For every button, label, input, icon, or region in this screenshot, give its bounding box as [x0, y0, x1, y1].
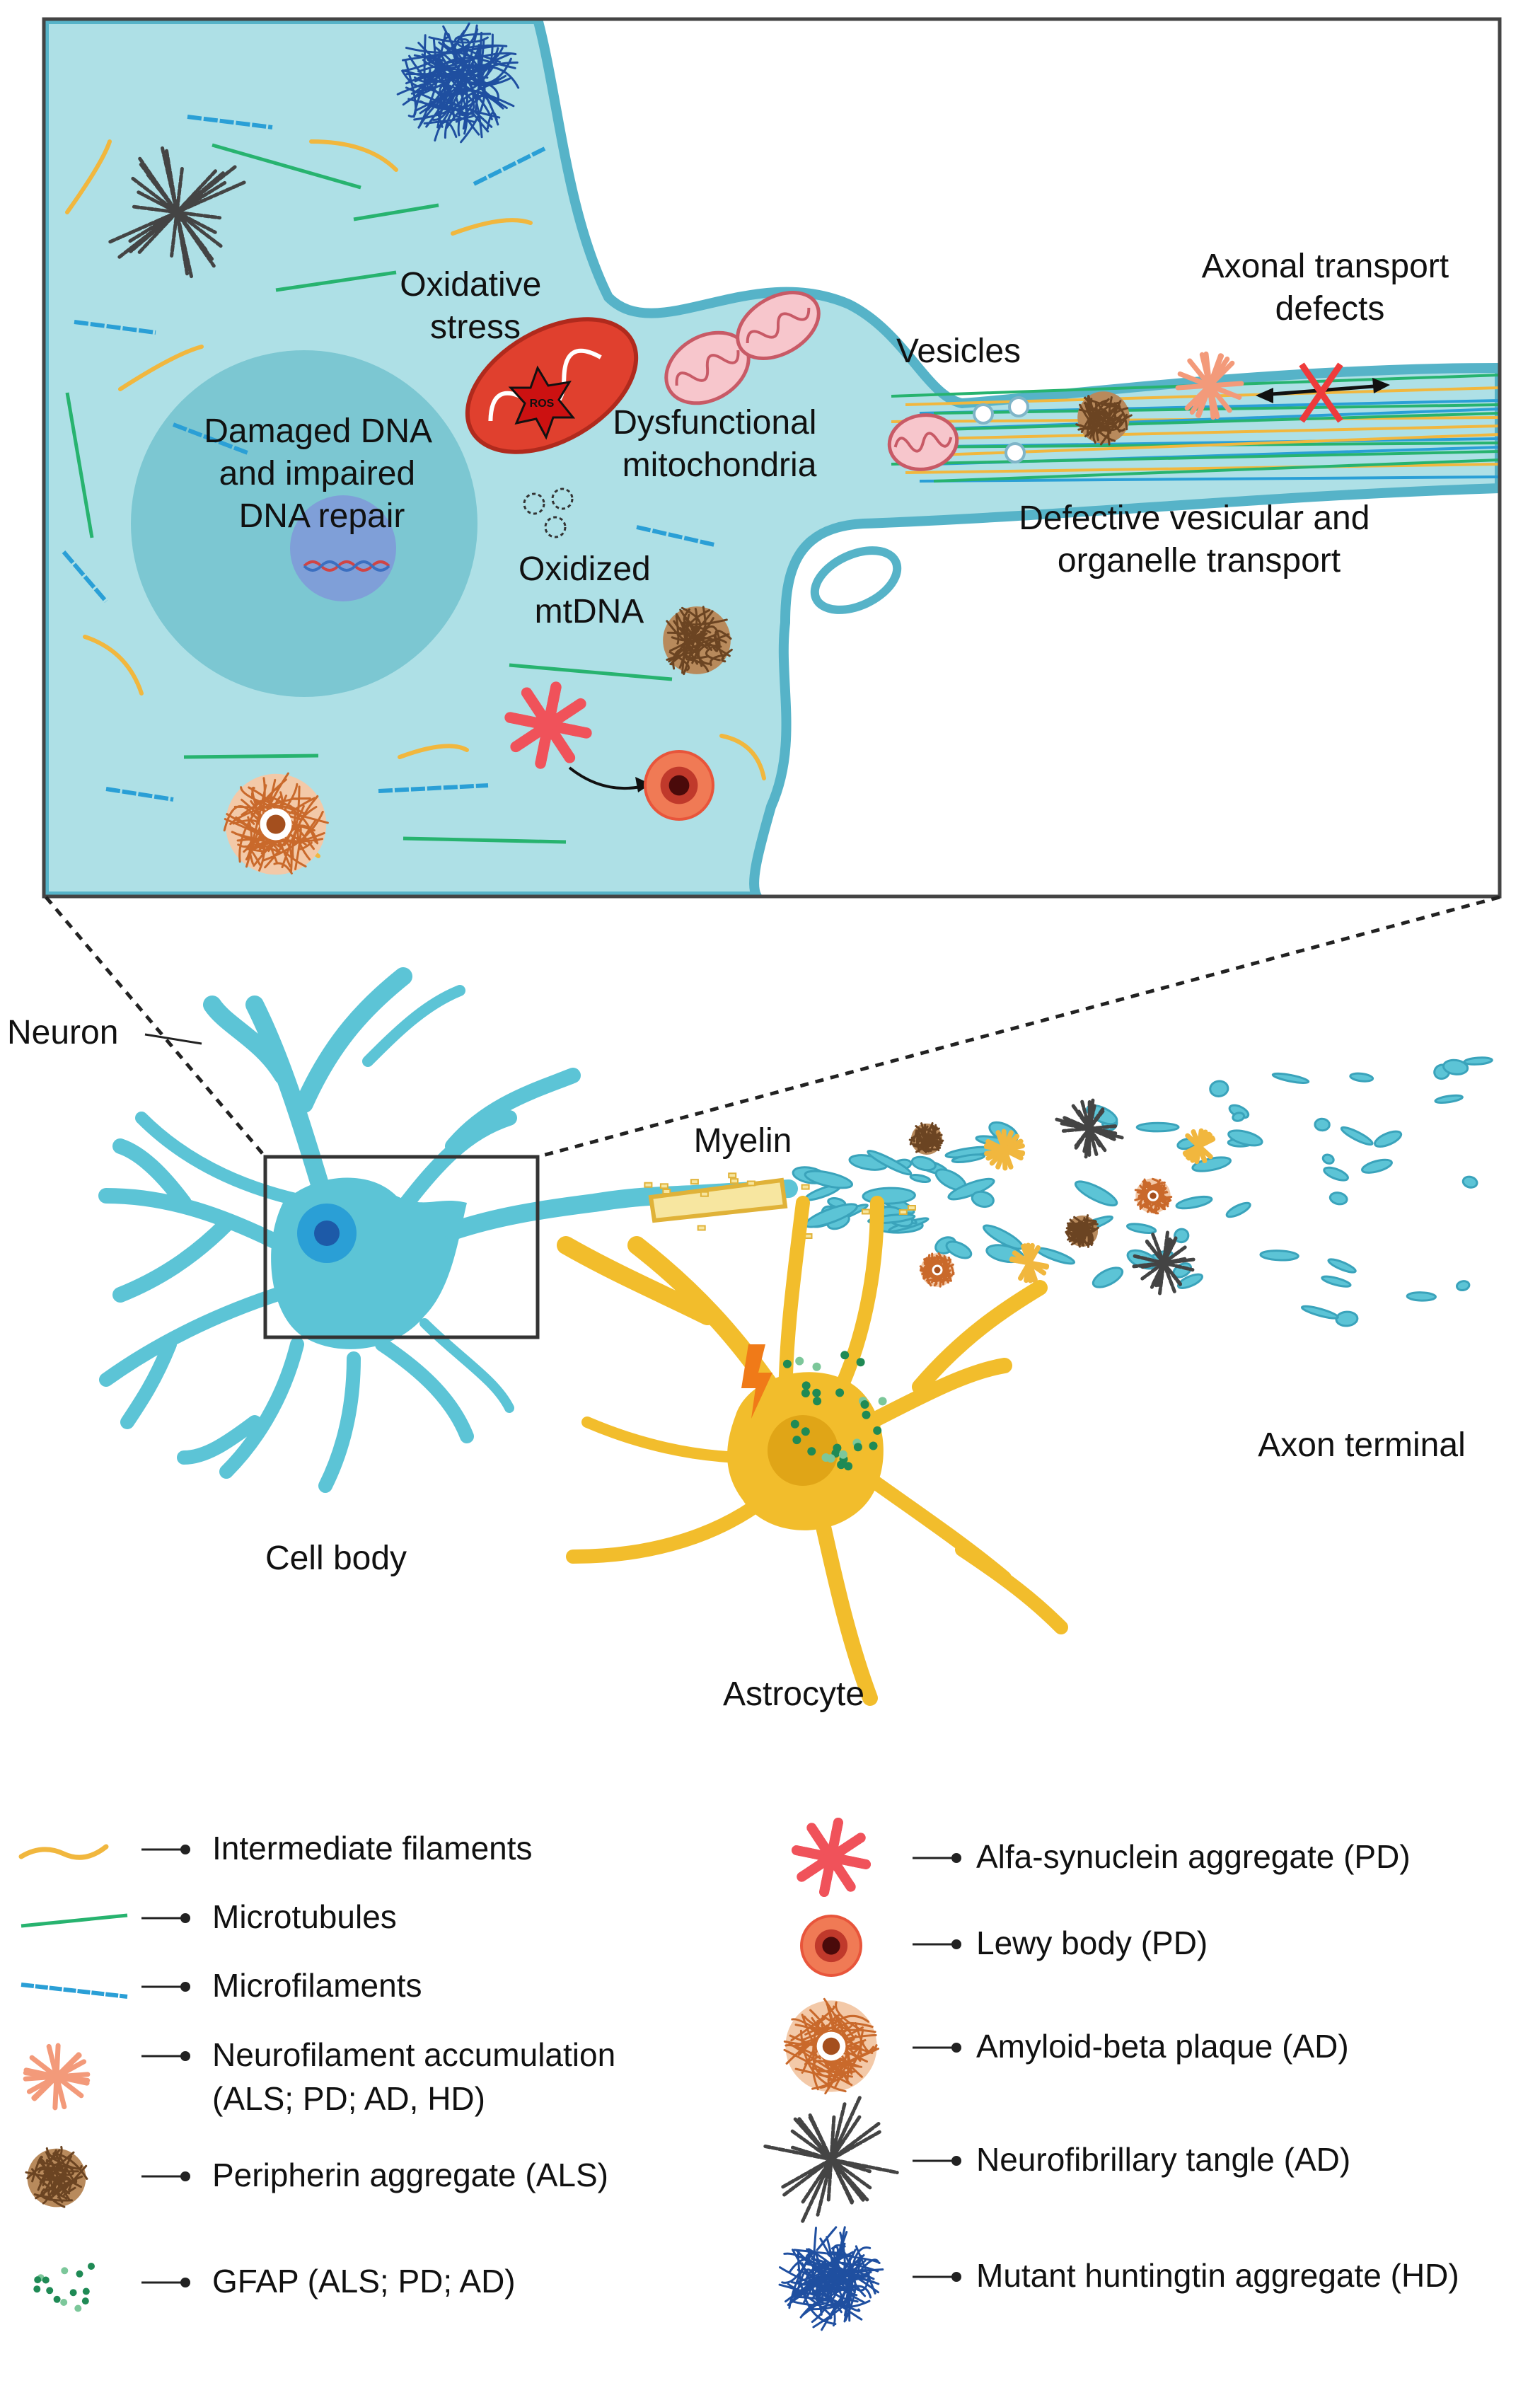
overview-aggregates [908, 1098, 1216, 1296]
neurofibrillary-tangle-icon [763, 2096, 899, 2223]
microtubule-icon [21, 1913, 128, 1928]
gfap-icon [33, 2263, 95, 2312]
label-neuron: Neuron [7, 1014, 118, 1051]
alfa-synuclein-aggregate-inset [504, 681, 592, 769]
legend-label: Alfa-synuclein aggregate (PD) [976, 1838, 1411, 1875]
label-defective-transport: Defective vesicular and organelle transp… [1019, 500, 1379, 579]
legend-item-amyloid-beta-plaque: Amyloid-beta plaque (AD) [783, 1997, 1349, 2095]
intermediate-filament-icon [18, 1844, 109, 1860]
mitochondrion-pink-3 [887, 413, 959, 471]
neuron-dendrites [98, 967, 581, 1493]
vesicles [973, 396, 1029, 463]
soma-cytoplasm [44, 19, 1500, 896]
gfap-dots [782, 1351, 887, 1471]
legend-item-alfa-synuclein: Alfa-synuclein aggregate (PD) [791, 1817, 1411, 1898]
microfilament-icon [21, 1983, 128, 1999]
legend-label: Neurofibrillary tangle (AD) [976, 2141, 1350, 2178]
legend-label: Peripherin aggregate (ALS) [212, 2157, 608, 2193]
legend-item-mutant-huntingtin: Mutant huntingtin aggregate (HD) [778, 2226, 1459, 2331]
legend-label: Microtubules [212, 1898, 397, 1935]
inset-frame [42, 17, 1502, 899]
legend-item-neurofilament-accumulation: Neurofilament accumulation(ALS; PD; AD, … [23, 2036, 615, 2117]
membrane-vesicle-pocket [810, 546, 902, 614]
peripherin-aggregate-icon [25, 2145, 88, 2208]
label-myelin: Myelin [694, 1122, 792, 1160]
neuron [98, 967, 798, 1493]
zoom-guide-lines [45, 895, 1500, 1159]
damaged-dna-strand [303, 560, 390, 572]
mitochondrion-pink-2 [736, 291, 821, 360]
label-vesicles: Vesicles [896, 333, 1021, 370]
amyloid-beta-plaque-inset [223, 772, 329, 875]
legend-label: Intermediate filaments [212, 1830, 533, 1866]
legend-label: Neurofilament accumulation(ALS; PD; AD, … [212, 2036, 615, 2117]
alfa-synuclein-icon [791, 1817, 872, 1898]
mutant-huntingtin-icon [778, 2226, 884, 2331]
label-astrocyte: Astrocyte [723, 1675, 864, 1713]
legend-item-neurofibrillary-tangle: Neurofibrillary tangle (AD) [763, 2096, 1350, 2223]
label-oxidative-stress: Oxidative stress [400, 266, 550, 346]
legend-item-microfilament: Microfilaments [21, 1967, 422, 2004]
ros-label: ROS [530, 398, 555, 410]
legend-label: Mutant huntingtin aggregate (HD) [976, 2257, 1459, 2294]
label-oxidized-mtdna: Oxidized mtDNA [519, 550, 660, 630]
label-axon-terminal: Axon terminal [1258, 1426, 1465, 1464]
neurofibrillary-tangle-inset [108, 146, 246, 279]
mitochondrion-pink-1 [664, 330, 751, 405]
mutant-huntingtin-aggregate-inset [396, 22, 520, 144]
neurofilament-accumulation-icon [23, 2043, 91, 2111]
neuron-pointer-line [144, 1033, 202, 1045]
astrocyte-nucleus [768, 1415, 838, 1486]
amyloid-beta-plaque-icon [783, 1997, 879, 2095]
legend-item-lewy-body: Lewy body (PD) [800, 1915, 1208, 1977]
legend-item-intermediate-filament: Intermediate filaments [18, 1830, 533, 1866]
cytoskeleton-filaments [62, 115, 1500, 862]
legend-label: Amyloid-beta plaque (AD) [976, 2028, 1349, 2065]
oxidized-mtdna-icon [523, 487, 574, 538]
inset-panel: ROS [42, 17, 1502, 899]
neuron-nucleolus [314, 1221, 340, 1246]
astrocyte [557, 1196, 1068, 1706]
neuron-soma [271, 1177, 467, 1349]
lightning-icon [741, 1344, 772, 1419]
legend-label: Microfilaments [212, 1967, 422, 2004]
legend-item-gfap: GFAP (ALS; PD; AD) [33, 2263, 516, 2312]
blocked-transport-arrow [1256, 362, 1390, 423]
peripherin-aggregate-inset [663, 606, 733, 676]
legend: Intermediate filamentsMicrotubulesMicrof… [18, 1817, 1459, 2331]
lewy-body-icon [800, 1915, 862, 1977]
label-cell-body: Cell body [265, 1540, 407, 1577]
peripherin-aggregate-axon [1075, 391, 1133, 446]
legend-item-microtubule: Microtubules [21, 1898, 397, 1935]
legend-label: Lewy body (PD) [976, 1925, 1208, 1961]
lewy-body-inset [644, 750, 714, 821]
label-dysfunctional-mitochondria: Dysfunctional mitochondria [613, 404, 826, 484]
nucleolus [290, 495, 396, 601]
legend-label: GFAP (ALS; PD; AD) [212, 2263, 516, 2300]
neurofilament-accumulation-axon [1175, 351, 1244, 420]
label-damaged-dna: Damaged DNA and impaired DNA repair [204, 412, 440, 535]
myelin-sheath [648, 1177, 788, 1223]
ros-burst-icon [508, 365, 576, 440]
zoom-selection-box [263, 1155, 540, 1339]
label-axonal-transport-defects: Axonal transport defects [1202, 248, 1459, 328]
legend-item-peripherin-aggregate: Peripherin aggregate (ALS) [25, 2145, 608, 2208]
